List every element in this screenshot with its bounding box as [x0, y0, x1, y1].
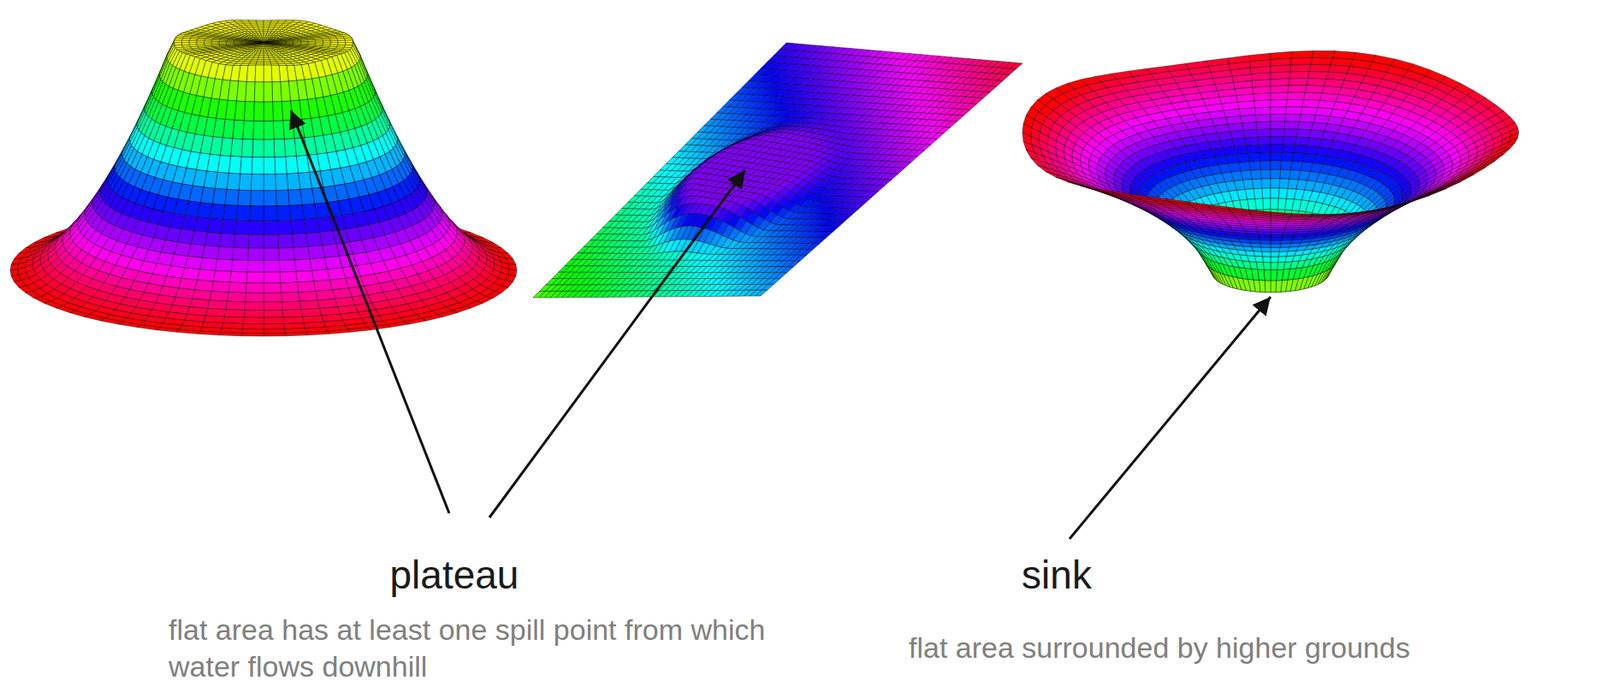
diagram-stage: plateauflat area has at least one spill …	[0, 0, 1600, 698]
